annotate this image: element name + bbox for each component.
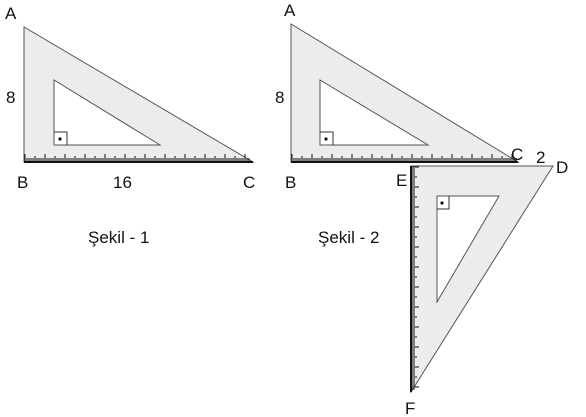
vertex-label-a: A bbox=[284, 1, 296, 20]
side-label-bc: 16 bbox=[113, 173, 132, 192]
side-label-ab: 8 bbox=[275, 88, 284, 107]
set-square-2a bbox=[290, 23, 520, 163]
vertex-label-b: B bbox=[17, 173, 28, 192]
right-angle-icon bbox=[320, 131, 334, 145]
set-square-2b bbox=[410, 165, 554, 394]
right-angle-icon bbox=[437, 196, 450, 210]
vertex-label-c: C bbox=[243, 173, 255, 192]
figure-1: A 8 B 16 C Şekil - 1 bbox=[5, 4, 255, 247]
caption-figure-2: Şekil - 2 bbox=[318, 228, 379, 247]
vertex-label-d: D bbox=[556, 158, 568, 177]
right-angle-icon bbox=[54, 131, 68, 145]
caption-figure-1: Şekil - 1 bbox=[88, 228, 149, 247]
ruler-ticks-1 bbox=[24, 154, 253, 163]
figure-2: A 8 B C 2 D E F Şekil - 2 bbox=[275, 1, 568, 417]
ruler-ticks-2 bbox=[291, 154, 518, 392]
side-label-ab: 8 bbox=[6, 88, 15, 107]
vertex-label-b: B bbox=[285, 173, 296, 192]
vertex-label-a: A bbox=[5, 4, 17, 23]
side-label-cd: 2 bbox=[536, 148, 545, 167]
set-square-1 bbox=[23, 26, 255, 163]
vertex-label-c: C bbox=[511, 145, 523, 164]
vertex-label-f: F bbox=[405, 399, 415, 417]
vertex-label-e: E bbox=[396, 171, 407, 190]
